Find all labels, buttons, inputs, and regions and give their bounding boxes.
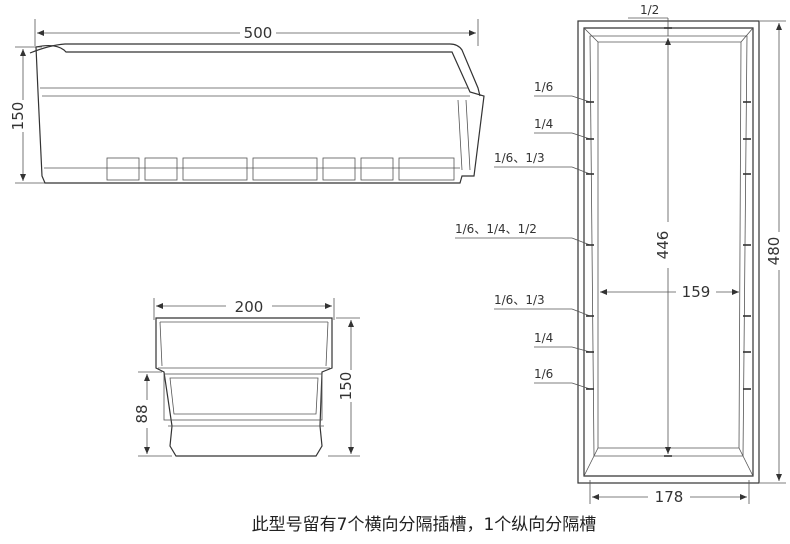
outer-length-label: 480 <box>765 237 783 266</box>
slot-leaders: 1/6 1/4 1/6、1/3 1/6、1/4、1/2 1/6、1/3 1/4 … <box>455 80 594 390</box>
slot-label-5: 1/6、1/3 <box>494 293 545 307</box>
right-slot-ticks <box>743 101 751 390</box>
side-view: 500 150 <box>9 19 485 184</box>
side-length-label: 500 <box>244 24 273 42</box>
side-height-label: 150 <box>9 102 27 131</box>
slot-label-7: 1/6 <box>534 367 553 381</box>
slot-label-1: 1/6 <box>534 80 553 94</box>
end-width-label: 200 <box>235 298 264 316</box>
end-inner-height-label: 88 <box>133 404 151 423</box>
inner-width-label: 159 <box>682 283 711 301</box>
slot-label-6: 1/4 <box>534 331 553 345</box>
end-height-label: 150 <box>337 372 355 401</box>
slot-label-top: 1/2 <box>640 3 659 17</box>
slot-label-3: 1/6、1/3 <box>494 151 545 165</box>
inner-length-label: 446 <box>654 231 672 260</box>
side-slot-blocks <box>106 157 455 181</box>
slot-label-2: 1/4 <box>534 117 553 131</box>
end-view: 200 150 88 <box>133 298 360 457</box>
slot-label-4: 1/6、1/4、1/2 <box>455 222 537 236</box>
caption: 此型号留有7个横向分隔插槽，1个纵向分隔槽 <box>252 515 597 535</box>
top-view: 1/2 1/6 1/4 1/6、1/3 1/6、1/4、1/2 1/6、1/3 … <box>455 3 786 506</box>
outer-width-label: 178 <box>655 488 684 506</box>
